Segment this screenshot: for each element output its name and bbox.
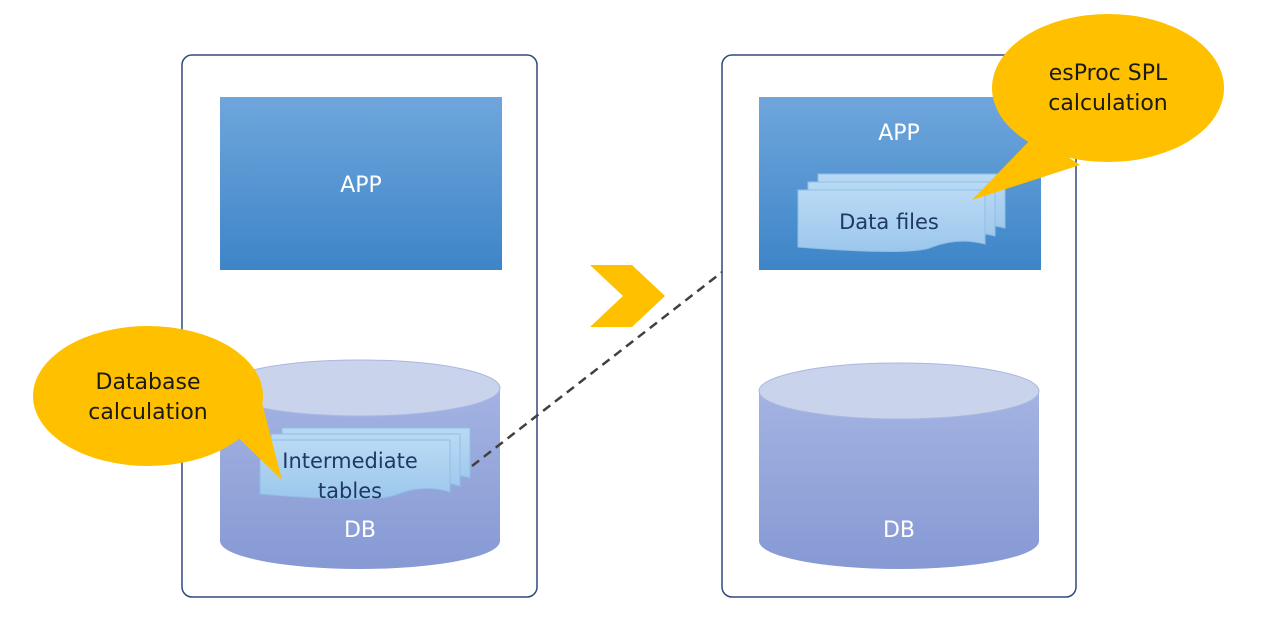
right-callout-line1: esProc SPL	[1049, 61, 1168, 86]
right-db-label: DB	[883, 518, 915, 543]
right-db-cylinder: DB	[758, 362, 1040, 569]
database-calculation-callout: Database calculation	[33, 326, 282, 480]
left-app-box: APP	[220, 97, 502, 270]
right-app-label: APP	[878, 121, 920, 146]
tables-label-line1: Intermediate	[282, 449, 418, 473]
left-callout-line1: Database	[96, 370, 201, 395]
left-callout-line2: calculation	[88, 400, 207, 425]
intermediate-tables-doc-stack: Intermediate tables	[259, 427, 471, 503]
data-flow-connector	[471, 212, 799, 467]
tables-label-line2: tables	[318, 479, 382, 503]
right-system: APP Data files DB esProc SPL calculation	[721, 14, 1224, 598]
chevron-arrow-icon	[590, 265, 665, 327]
left-db-label: DB	[344, 518, 376, 543]
left-app-label: APP	[340, 173, 382, 198]
files-label: Data files	[839, 210, 939, 234]
right-callout-line2: calculation	[1048, 91, 1167, 116]
left-system: APP DB Intermediate tables Database calc…	[33, 54, 538, 598]
esproc-calculation-callout: esProc SPL calculation	[972, 14, 1224, 200]
data-files-doc-stack: Data files	[797, 173, 1006, 252]
